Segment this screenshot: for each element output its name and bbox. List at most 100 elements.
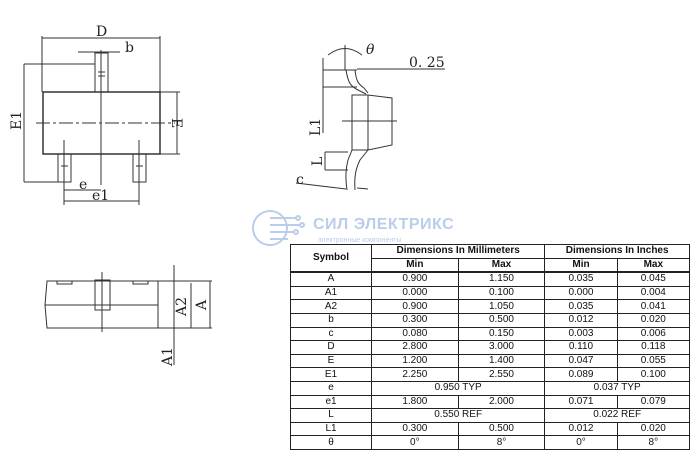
header-mm-max: Max bbox=[457, 257, 546, 273]
cell-in-min: 0.047 bbox=[544, 353, 618, 369]
cell-mm-max: 0.100 bbox=[457, 285, 546, 301]
cell-symbol: b bbox=[290, 312, 372, 328]
dim-theta: θ bbox=[366, 42, 375, 58]
cell-in-min: 0.089 bbox=[544, 367, 618, 382]
cell-mm-min: 0° bbox=[371, 435, 459, 450]
dim-E: E bbox=[168, 118, 184, 128]
watermark: СИЛ ЭЛЕКТРИКС электронные компоненты bbox=[248, 208, 454, 253]
dim-b: b bbox=[125, 40, 134, 56]
dim-L: L bbox=[310, 157, 326, 166]
cell-symbol: A2 bbox=[290, 299, 372, 314]
cell-mm-min: 1.200 bbox=[371, 353, 459, 369]
cell-in-max: 0.055 bbox=[616, 353, 691, 369]
cell-mm-max: 3.000 bbox=[457, 340, 546, 355]
watermark-subtitle: электронные компоненты bbox=[318, 237, 402, 244]
cell-in-max: 0.045 bbox=[616, 271, 691, 287]
cell-in-min: 0.000 bbox=[544, 285, 618, 301]
cell-symbol: L bbox=[290, 408, 372, 423]
cell-mm-min: 0.900 bbox=[371, 299, 459, 314]
cell-symbol: e1 bbox=[290, 394, 372, 410]
cell-in-max: 0.006 bbox=[616, 326, 691, 342]
header-in-min: Min bbox=[544, 257, 618, 273]
cell-mm-max: 2.550 bbox=[457, 367, 546, 382]
header-mm: Dimensions In Millimeters bbox=[370, 244, 546, 259]
dim-D: D bbox=[96, 24, 107, 40]
cell-in-max: 0.004 bbox=[616, 285, 691, 301]
cell-in-min: 0° bbox=[544, 435, 618, 450]
cell-in-min: 0.035 bbox=[544, 271, 618, 287]
cell-mm-max: 1.400 bbox=[457, 353, 546, 369]
dim-A2: A2 bbox=[174, 297, 190, 317]
dim-L1: L1 bbox=[308, 118, 324, 136]
dim-gauge: 0. 25 bbox=[409, 55, 445, 71]
header-inches: Dimensions In Inches bbox=[544, 244, 690, 259]
cell-symbol: D bbox=[290, 340, 372, 355]
cell-mm-value: 0.950 TYP bbox=[370, 380, 546, 396]
cell-mm-max: 0.500 bbox=[457, 312, 546, 328]
cell-in-min: 0.110 bbox=[544, 340, 618, 355]
cell-in-min: 0.003 bbox=[544, 326, 618, 342]
cell-mm-max: 2.000 bbox=[457, 394, 546, 410]
cell-symbol: L1 bbox=[290, 421, 372, 437]
dim-c: c bbox=[296, 172, 304, 188]
dim-A: A bbox=[194, 299, 210, 311]
cell-symbol: E1 bbox=[290, 367, 372, 382]
cell-mm-min: 1.800 bbox=[371, 394, 459, 410]
header-mm-min: Min bbox=[371, 257, 459, 273]
cell-in-max: 0.041 bbox=[616, 299, 691, 314]
cell-mm-max: 1.150 bbox=[457, 271, 546, 287]
cell-symbol: A bbox=[290, 271, 372, 287]
cell-mm-value: 0.550 REF bbox=[370, 408, 546, 423]
cell-mm-max: 1.050 bbox=[457, 299, 546, 314]
cell-in-value: 0.037 TYP bbox=[544, 380, 690, 396]
cell-symbol: A1 bbox=[290, 285, 372, 301]
dim-A1: A1 bbox=[160, 347, 176, 367]
cell-mm-max: 8° bbox=[457, 435, 546, 450]
cell-in-max: 0.020 bbox=[616, 312, 691, 328]
top-view bbox=[23, 36, 180, 205]
cell-symbol: θ bbox=[290, 435, 372, 450]
cell-in-max: 0.118 bbox=[616, 340, 691, 355]
header-symbol: Symbol bbox=[290, 244, 372, 273]
dim-e1: e1 bbox=[92, 188, 109, 204]
dimensions-table: Symbol Dimensions In Millimeters Dimensi… bbox=[290, 244, 691, 450]
cell-symbol: c bbox=[290, 326, 372, 342]
front-view bbox=[44, 265, 212, 365]
cell-mm-min: 2.800 bbox=[371, 340, 459, 355]
cell-in-value: 0.022 REF bbox=[544, 408, 690, 423]
cell-mm-min: 0.300 bbox=[371, 312, 459, 328]
cell-symbol: e bbox=[290, 380, 372, 396]
cell-in-max: 0.079 bbox=[616, 394, 691, 410]
cell-mm-max: 0.150 bbox=[457, 326, 546, 342]
side-view bbox=[295, 45, 445, 191]
cell-in-max: 8° bbox=[616, 435, 691, 450]
dim-e: e bbox=[79, 177, 87, 193]
cell-mm-min: 2.250 bbox=[371, 367, 459, 382]
header-in-max: Max bbox=[616, 257, 691, 273]
cell-mm-min: 0.000 bbox=[371, 285, 459, 301]
cell-in-min: 0.012 bbox=[544, 421, 618, 437]
cell-mm-min: 0.080 bbox=[371, 326, 459, 342]
cell-mm-max: 0.500 bbox=[457, 421, 546, 437]
dim-E1: E1 bbox=[9, 111, 25, 130]
cell-in-min: 0.035 bbox=[544, 299, 618, 314]
watermark-title: СИЛ ЭЛЕКТРИКС bbox=[313, 216, 455, 233]
cell-in-min: 0.071 bbox=[544, 394, 618, 410]
cell-mm-min: 0.900 bbox=[371, 271, 459, 287]
cell-in-max: 0.020 bbox=[616, 421, 691, 437]
